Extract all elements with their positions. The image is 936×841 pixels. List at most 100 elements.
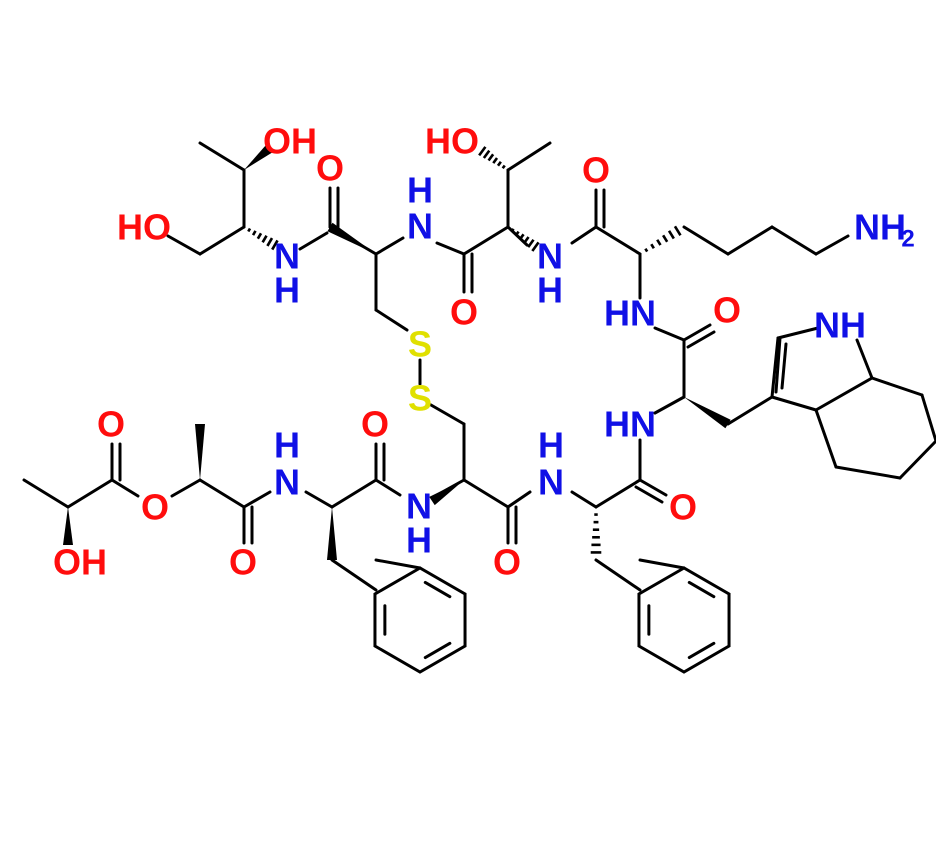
hash-bond — [501, 164, 506, 170]
hash-bond — [667, 230, 675, 240]
hash-bond — [656, 239, 662, 246]
single-bond — [594, 558, 642, 592]
single-bond — [22, 478, 70, 509]
hash-bond — [251, 230, 257, 236]
atom-label-oh10: OH — [53, 542, 107, 583]
wedge-bond — [327, 222, 376, 254]
phenyl-1-ring — [373, 566, 467, 674]
single-bond — [726, 395, 774, 426]
atom-label-o1: O — [316, 148, 344, 189]
single-bond — [870, 376, 924, 397]
atom-label-s1: S — [408, 324, 432, 365]
single-bond — [653, 326, 686, 342]
aromatic-inner-bond — [687, 580, 716, 599]
atom-label-o4: O — [713, 290, 741, 331]
atom-label-o3: O — [582, 150, 610, 191]
atom-label-o5: O — [669, 487, 697, 528]
atom-label-o6: O — [493, 542, 521, 583]
benzyl-bond — [638, 558, 686, 570]
hash-bond — [492, 157, 499, 164]
atom-label-ho1: HO — [117, 207, 171, 248]
wedge-bond — [429, 480, 464, 506]
double-bond — [682, 323, 712, 342]
hash-bond — [510, 228, 515, 233]
atom-label-o9: O — [141, 487, 169, 528]
hash-bond — [650, 243, 655, 250]
single-bond — [920, 393, 936, 443]
single-bond — [170, 478, 202, 498]
atom-label-n7: N — [406, 486, 432, 527]
atom-label-h6: H — [538, 425, 564, 466]
hash-bond — [271, 239, 279, 251]
single-bond — [462, 225, 510, 256]
single-bond — [298, 231, 329, 251]
double-bond — [780, 342, 788, 390]
single-bond — [304, 490, 334, 509]
atom-label-n1: N — [274, 236, 300, 277]
atom-label-ho2: HO — [425, 121, 479, 162]
atom-label-o2: O — [450, 292, 478, 333]
single-bond — [198, 225, 246, 256]
hash-bond — [266, 237, 274, 247]
wedge-bond — [195, 424, 205, 480]
hash-bond — [518, 233, 525, 241]
atom-label-n8: N — [274, 462, 300, 503]
single-bond — [506, 141, 552, 172]
aromatic-ring-layer — [373, 558, 731, 674]
single-bond — [374, 478, 402, 497]
single-bond — [770, 225, 818, 256]
hash-bond — [496, 160, 502, 167]
hash-bond — [256, 232, 263, 240]
atom-label-hn5: HN — [604, 404, 656, 445]
atom-label-nh2sub: 2 — [901, 226, 914, 253]
wedge-bond — [63, 507, 73, 545]
aromatic-inner-bond — [423, 580, 452, 599]
atom-label-h3: H — [537, 270, 563, 311]
atom-label-o10: O — [97, 404, 125, 445]
single-bond — [330, 478, 378, 509]
single-bond — [770, 395, 818, 412]
wedge-bond — [684, 397, 731, 429]
atom-label-o8: O — [229, 542, 257, 583]
atom-label-n2: N — [407, 206, 433, 247]
hash-bond — [261, 235, 268, 243]
stereo-bond-layer — [63, 144, 731, 560]
hash-bond — [662, 234, 669, 243]
atom-label-h7: H — [406, 520, 432, 561]
single-bond — [374, 308, 409, 332]
single-bond — [435, 241, 466, 256]
single-bond — [594, 225, 642, 256]
single-bond — [834, 465, 902, 480]
single-bond — [166, 234, 202, 256]
atom-label-nh_indole: NH — [814, 305, 866, 346]
hash-bond — [522, 236, 530, 245]
double-bond — [686, 330, 716, 349]
single-bond — [429, 403, 466, 426]
hash-bond — [482, 149, 491, 159]
single-bond — [855, 338, 874, 380]
single-bond — [898, 439, 936, 480]
single-bond — [814, 408, 838, 469]
hash-bond — [644, 248, 649, 253]
atom-label-s2: S — [408, 378, 432, 419]
double-bond — [774, 336, 782, 394]
single-bond — [653, 395, 686, 415]
single-bond — [198, 478, 246, 509]
single-bond — [682, 225, 730, 256]
single-bond — [570, 225, 598, 245]
single-bond — [814, 234, 850, 256]
atom-label-h8: H — [274, 425, 300, 466]
wedge-bond — [244, 144, 274, 170]
single-bond — [570, 490, 598, 509]
atom-label-h2: H — [407, 170, 433, 211]
atom-label-n6: N — [538, 462, 564, 503]
benzyl-bond — [374, 558, 422, 570]
atom-label-h1: H — [274, 270, 300, 311]
single-bond — [462, 478, 510, 509]
single-bond — [594, 478, 642, 509]
aromatic-inner-bond — [687, 641, 716, 660]
atom-label-nh2: NH — [854, 207, 906, 248]
single-bond — [726, 225, 774, 256]
single-bond — [776, 326, 820, 340]
